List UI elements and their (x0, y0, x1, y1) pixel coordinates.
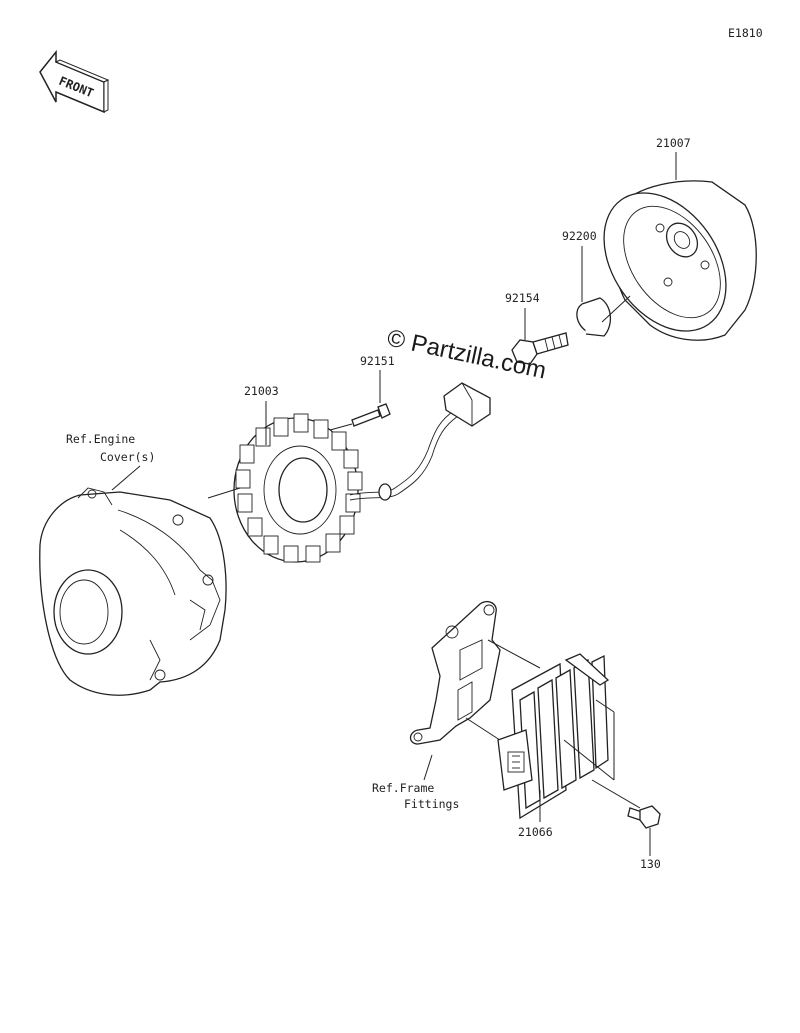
frame-bracket-part (409, 600, 501, 745)
callout-stator-bolt: 92151 (360, 354, 395, 368)
regulator-bolt-part[interactable] (627, 805, 661, 829)
ref-engine-cover-line1: Ref.Engine (66, 432, 135, 446)
stator-part[interactable] (233, 382, 491, 563)
callout-flywheel: 21007 (656, 136, 691, 150)
flywheel-bolt-part[interactable] (511, 332, 569, 365)
callout-collar: 92200 (562, 229, 597, 243)
front-arrow-icon: FRONT (39, 49, 110, 114)
flywheel-part[interactable] (579, 170, 757, 354)
ref-frame-fittings-line1: Ref.Frame (372, 781, 434, 795)
ref-frame-fittings-line2: Fittings (404, 797, 459, 811)
callout-stator: 21003 (244, 384, 279, 398)
ref-engine-cover-line2: Cover(s) (100, 450, 155, 464)
regulator-rectifier-part[interactable] (497, 653, 610, 820)
callout-regulator: 21066 (518, 825, 553, 839)
collar-part[interactable] (572, 297, 611, 338)
callout-flywheel-bolt: 92154 (505, 291, 540, 305)
callout-regulator-bolt: 130 (640, 857, 661, 871)
engine-cover-part (39, 487, 227, 696)
watermark: © Partzilla.com (385, 324, 549, 384)
stator-bolt-part[interactable] (351, 403, 391, 427)
diagram-code: E1810 (728, 26, 763, 40)
